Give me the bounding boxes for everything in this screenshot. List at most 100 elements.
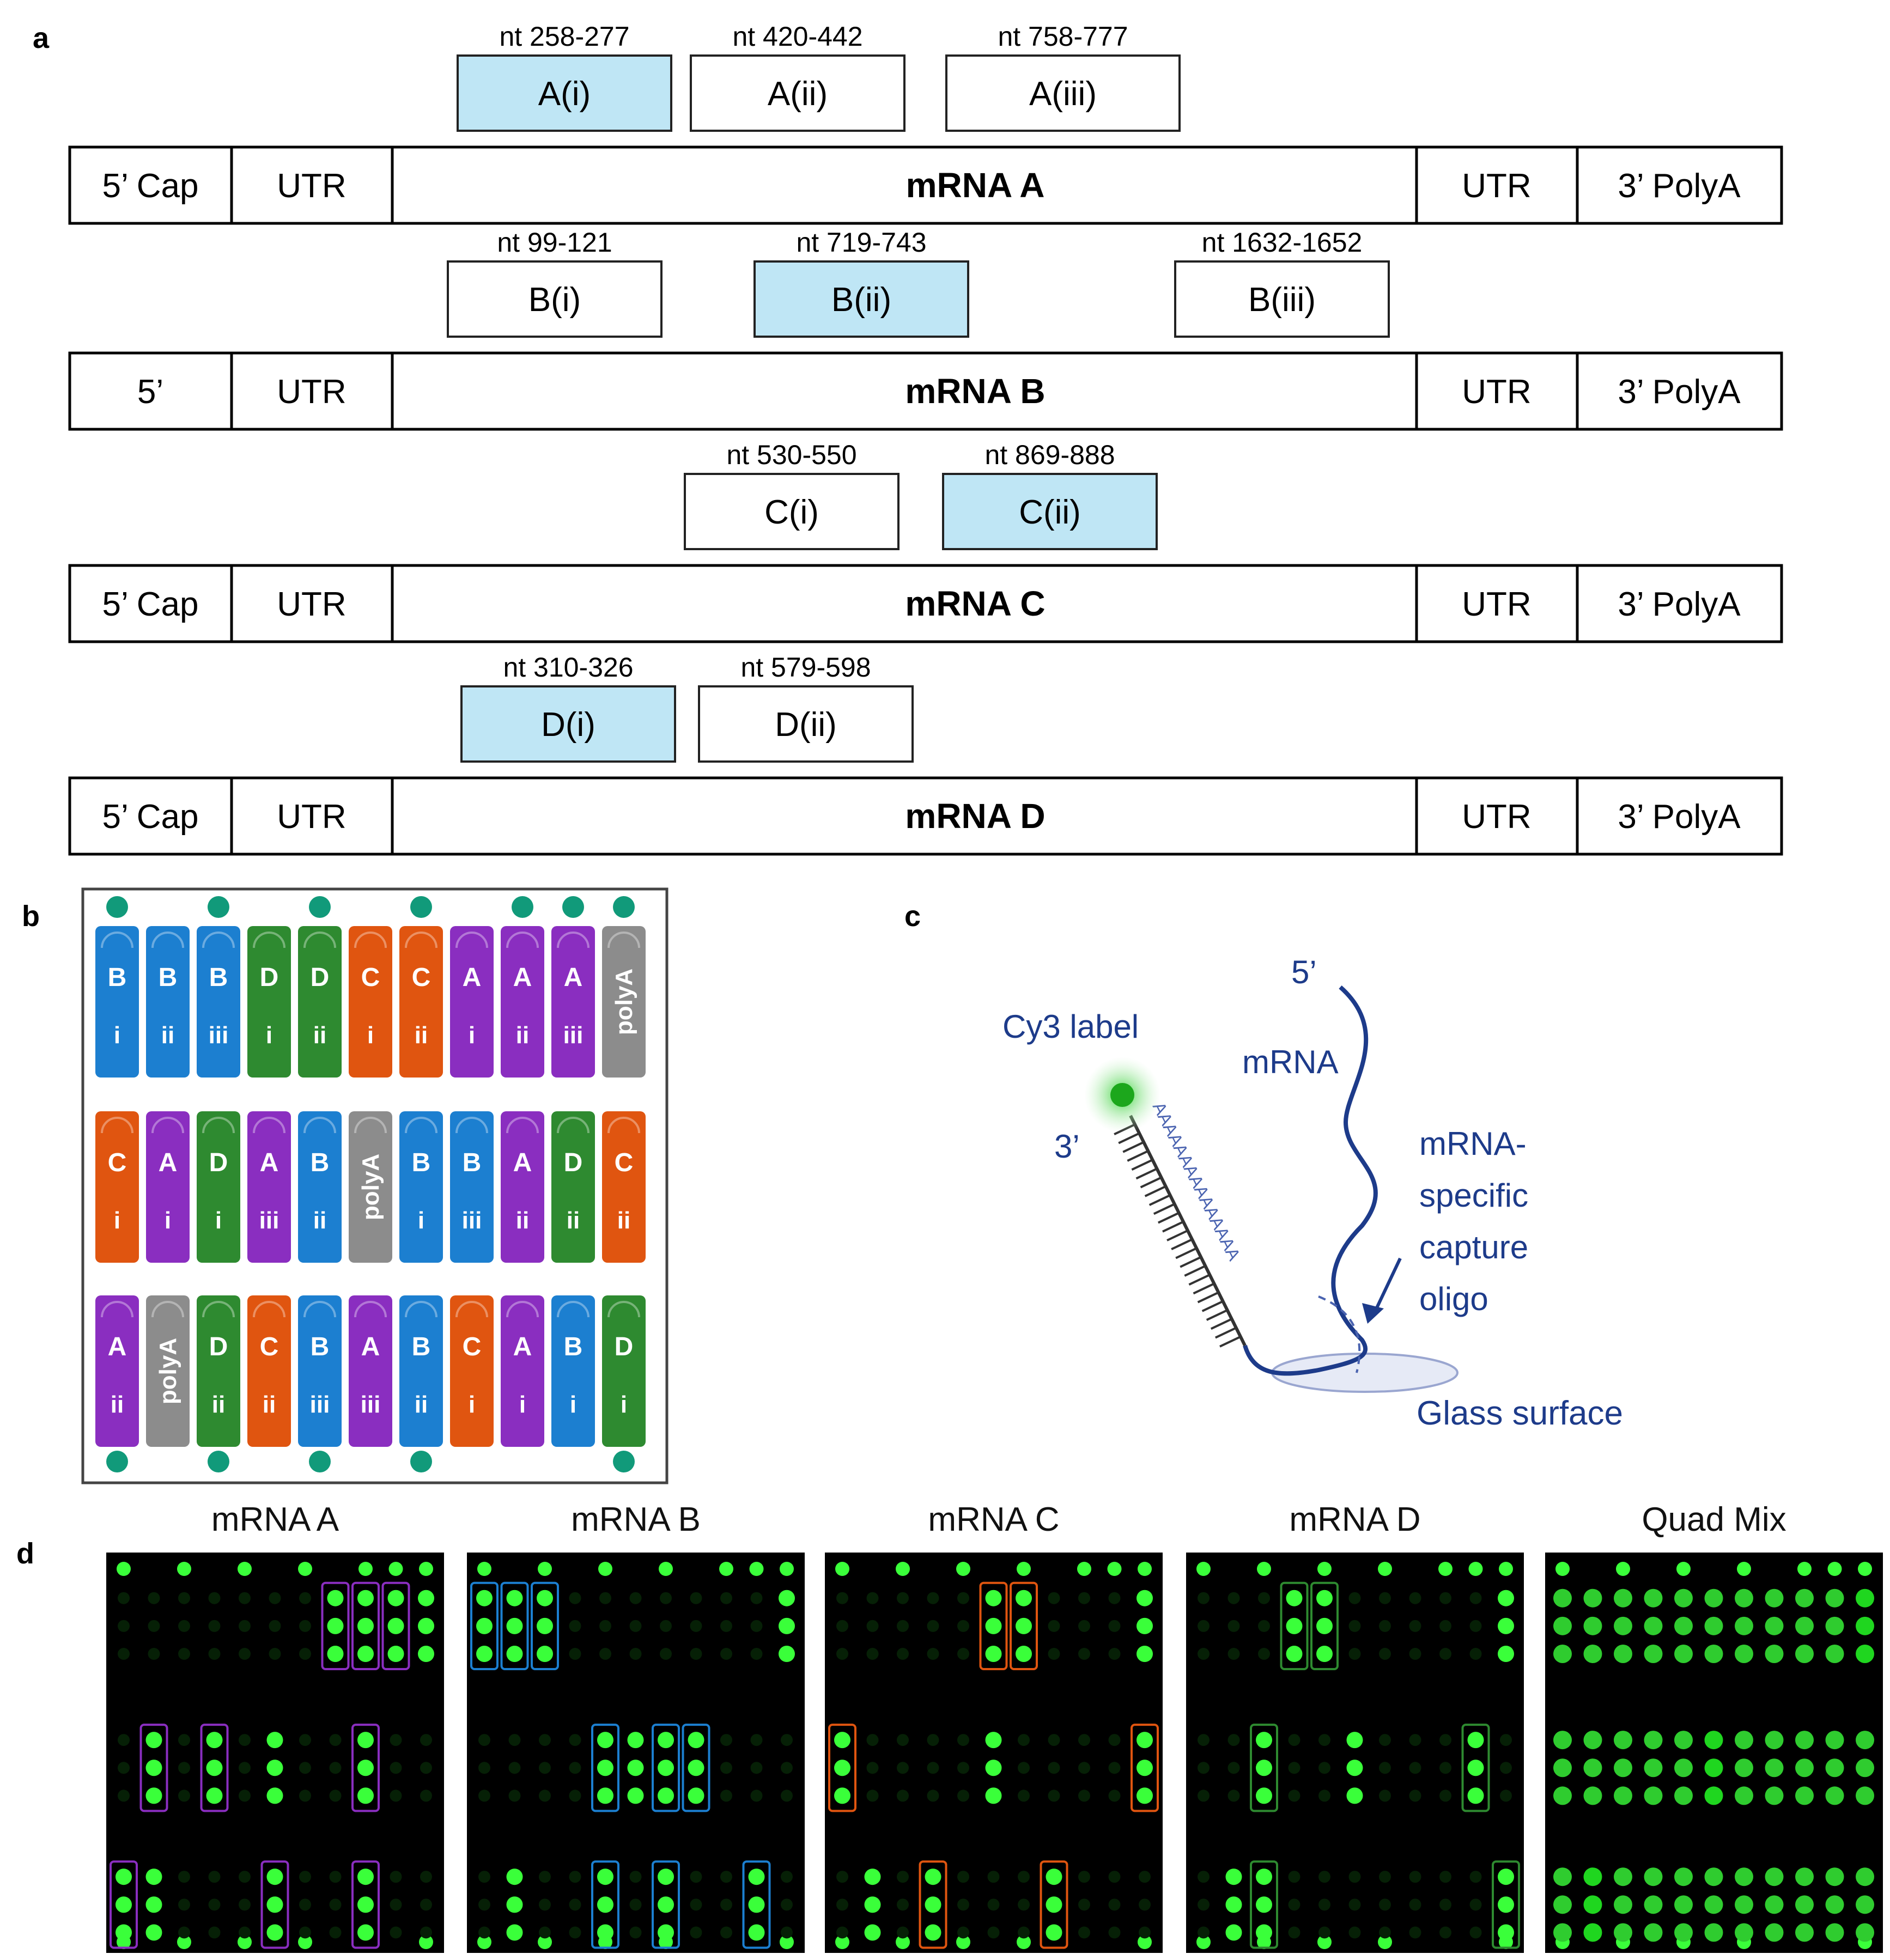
array-spot — [897, 1592, 909, 1604]
mrna-bar — [68, 351, 1783, 431]
fiducial-spot — [177, 1562, 191, 1576]
fiducial-dot — [208, 1451, 229, 1472]
array-spot — [897, 1926, 909, 1939]
array-spot — [720, 1592, 732, 1604]
array-spot — [836, 1648, 848, 1660]
panel-c-capture-schematic: AAAAAAAAAAAAAAA 5’ mRNA Cy3 label 3’ mRN… — [1002, 954, 1623, 1432]
group-letter: C — [108, 1148, 127, 1177]
column-highlight — [151, 932, 184, 948]
array-spot — [1735, 1588, 1753, 1608]
fiducial-spot — [1827, 1562, 1842, 1576]
probe-base — [1127, 1150, 1149, 1162]
array-spot — [357, 1617, 374, 1634]
array-spot — [1583, 1616, 1602, 1635]
array-spot — [1765, 1758, 1784, 1778]
target-box — [1492, 1860, 1520, 1949]
column-highlight — [202, 1301, 235, 1318]
array-spot — [208, 1648, 221, 1660]
array-spot — [1553, 1786, 1572, 1805]
fiducial-spot — [1676, 1562, 1691, 1576]
column-highlight — [253, 932, 285, 948]
array-spot — [148, 1620, 160, 1632]
array-spot — [506, 1924, 523, 1941]
fiducial-spot — [358, 1562, 373, 1576]
array-spot — [629, 1620, 642, 1632]
fiducial-spot — [1017, 1562, 1031, 1576]
array-image-title: mRNA D — [1289, 1501, 1420, 1538]
array-spot — [985, 1760, 1002, 1776]
column-highlight — [405, 1301, 437, 1318]
array-spot — [658, 1924, 674, 1941]
array-spot — [1439, 1789, 1451, 1802]
probe-base — [1131, 1159, 1153, 1171]
array-spot — [1674, 1616, 1693, 1635]
array-spot — [476, 1617, 493, 1634]
array-spot — [1227, 1734, 1240, 1746]
array-spot — [690, 1926, 702, 1939]
probe-label: A(i) — [538, 75, 591, 113]
array-spot — [1198, 1871, 1210, 1883]
probe-spot-column — [551, 1295, 595, 1447]
array-spot — [1048, 1762, 1060, 1774]
array-spot — [1856, 1731, 1874, 1750]
probe-spot-column — [450, 1295, 494, 1447]
array-spot — [1225, 1924, 1242, 1941]
column-highlight — [303, 932, 336, 948]
array-spot — [206, 1787, 223, 1804]
array-spot — [178, 1762, 190, 1774]
group-letter: D — [209, 1148, 228, 1177]
array-spot — [118, 1789, 130, 1802]
array-spot — [866, 1789, 879, 1802]
array-spot — [957, 1592, 969, 1604]
mrna-bar — [68, 564, 1783, 643]
fiducial-spot — [1797, 1562, 1812, 1576]
array-spot — [1614, 1867, 1632, 1886]
probe-base — [1201, 1300, 1224, 1312]
probe-base — [1140, 1176, 1162, 1189]
fiducial-spot — [659, 1562, 673, 1576]
probe-position: nt 420-442 — [732, 21, 862, 52]
array-spot — [1016, 1617, 1032, 1634]
probe-index: iii — [563, 1022, 584, 1049]
array-spot — [1318, 1734, 1330, 1746]
probe-base — [1171, 1238, 1193, 1251]
column-highlight — [557, 1117, 590, 1134]
array-spot — [927, 1789, 939, 1802]
panel-label-b: b — [22, 900, 40, 933]
array-spot — [1583, 1867, 1602, 1886]
array-image: mRNA D — [1186, 1501, 1524, 1953]
mrna-bar — [68, 145, 1783, 225]
array-spot — [145, 1787, 162, 1804]
array-spot — [1856, 1758, 1874, 1778]
probe-box — [753, 260, 969, 338]
array-spot — [1735, 1895, 1753, 1914]
array-spot — [834, 1760, 850, 1776]
array-image-background — [467, 1553, 805, 1953]
array-spot — [957, 1620, 969, 1632]
utr-segment: UTR — [1462, 586, 1531, 623]
array-spot — [1795, 1867, 1814, 1886]
probe-index: ii — [415, 1391, 428, 1418]
array-spot — [1198, 1898, 1210, 1911]
array-spot — [1048, 1592, 1060, 1604]
probe-base — [1184, 1265, 1206, 1277]
array-spot — [1735, 1786, 1753, 1805]
array-spot — [266, 1732, 283, 1749]
array-spot — [1348, 1648, 1361, 1660]
fiducial-spot — [1317, 1562, 1332, 1576]
array-spot — [1288, 1898, 1300, 1911]
array-spot — [629, 1871, 642, 1883]
probe-base — [1210, 1318, 1232, 1330]
array-spot — [779, 1590, 795, 1606]
probe-spot-column — [298, 1111, 342, 1263]
array-spot — [658, 1732, 674, 1749]
array-spot — [1467, 1732, 1484, 1749]
array-spot — [1614, 1895, 1632, 1914]
array-spot — [1467, 1787, 1484, 1804]
column-highlight — [405, 932, 437, 948]
array-spot — [118, 1648, 130, 1660]
array-spot — [1348, 1871, 1361, 1883]
array-spot — [1018, 1871, 1030, 1883]
probe-index: iii — [310, 1391, 330, 1418]
fiducial-spot — [1616, 1562, 1630, 1576]
